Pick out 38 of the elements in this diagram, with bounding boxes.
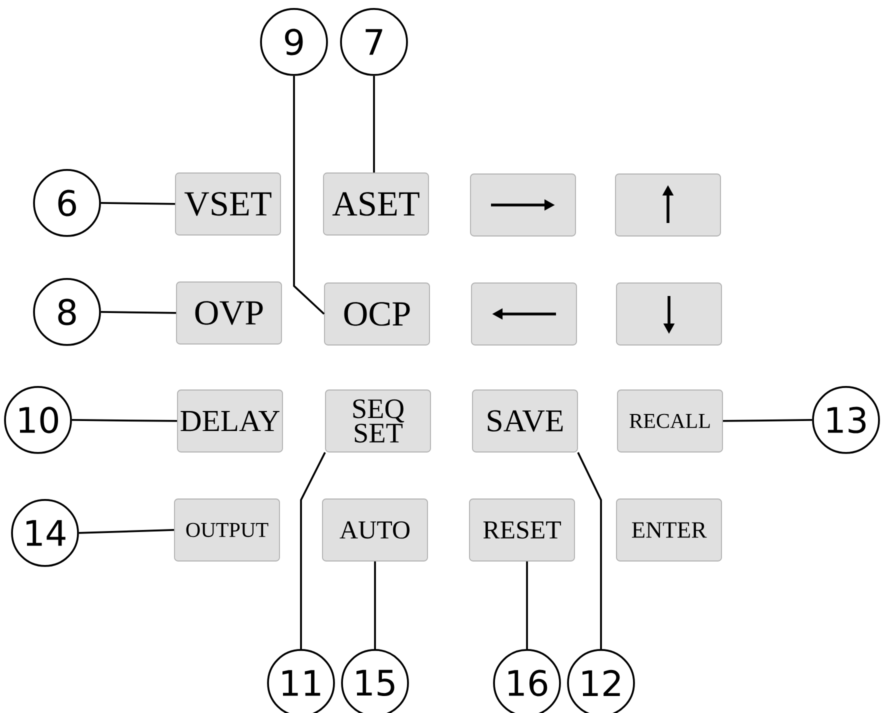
key-button: OUTPUT [174,498,280,562]
leader-line [100,202,176,205]
key-button: DELAY [177,390,283,452]
callout-number: 14 [11,499,79,567]
leader-line [293,76,325,315]
callout-number: 9 [260,8,328,76]
key-button: AUTO [322,498,428,562]
callout-number: 12 [567,649,635,713]
leader-line [78,529,174,534]
leader-line [374,561,376,650]
key-button: OCP [324,282,430,346]
leader-line [100,311,176,314]
leader-line [72,419,178,422]
key-button: SAVE [472,390,578,452]
key-button: SEQ SET [325,390,431,452]
key-button [470,174,576,236]
leader-line [722,419,812,422]
key-button: OVP [176,282,282,344]
callout-number: 11 [267,649,335,713]
callout-number: 7 [340,8,408,76]
key-button: VSET [175,172,281,236]
key-button [471,282,577,346]
callout-number: 16 [493,649,561,713]
key-button: RESET [469,498,575,562]
callout-number: 6 [33,169,101,237]
key-button: RECALL [617,390,723,452]
callout-number: 13 [812,386,880,454]
callout-number: 15 [341,649,409,713]
leader-line [300,452,326,650]
callout-number: 10 [4,386,72,454]
key-button: ENTER [616,498,722,562]
leader-line [373,76,375,173]
leader-line [526,561,528,650]
callout-number: 8 [33,278,101,346]
leader-line [577,452,602,650]
key-button: ASET [323,172,429,236]
key-button [616,282,722,346]
key-button [615,174,721,236]
